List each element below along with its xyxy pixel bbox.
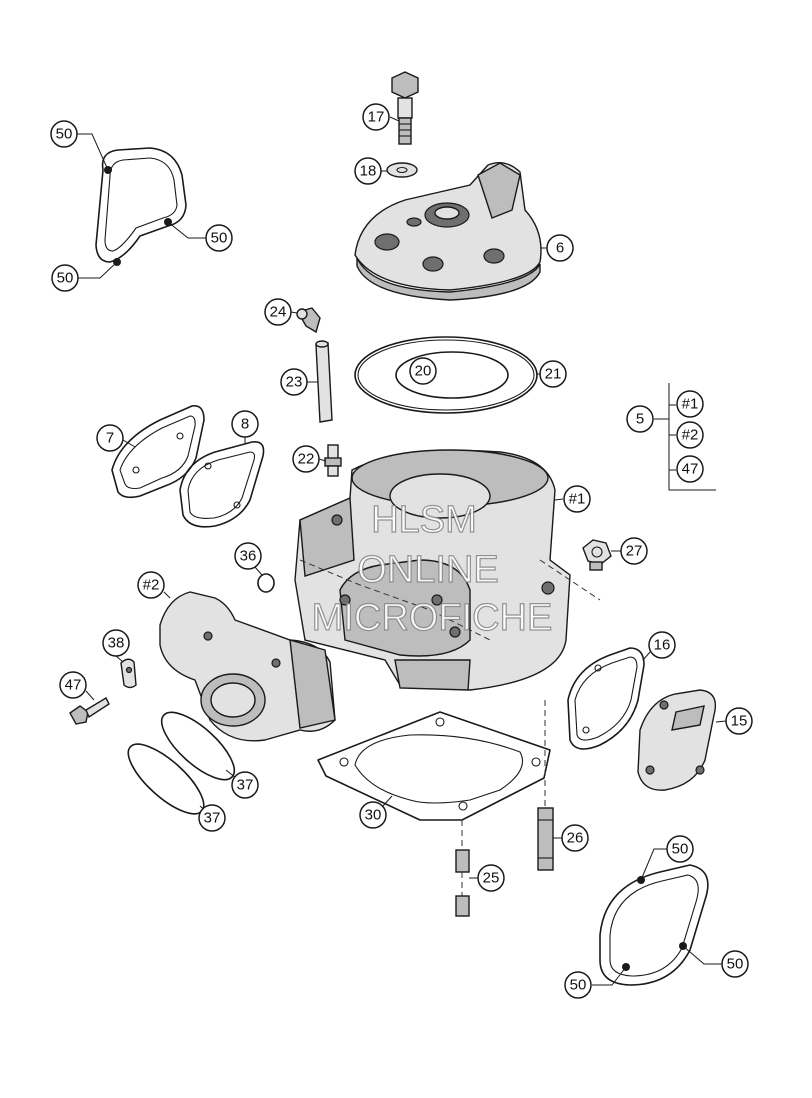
banjo-fitting [290, 307, 321, 334]
hose-clip [115, 655, 137, 689]
svg-text:5: 5 [636, 411, 644, 428]
callout-50-br-right: 50 [721, 950, 749, 978]
cover-gasket [567, 647, 651, 750]
callout-8: 8 [231, 410, 259, 438]
cylinder-base-gasket [317, 711, 551, 821]
svg-text:16: 16 [654, 637, 671, 654]
o-ring-small [253, 565, 275, 593]
callout-37-upper: 37 [231, 771, 259, 799]
callout-18: 18 [354, 157, 382, 185]
washer [381, 162, 418, 178]
callout-7: 7 [96, 424, 124, 452]
callout-27: 27 [620, 537, 648, 565]
control-flap-gasket [179, 437, 265, 528]
svg-text:21: 21 [545, 366, 562, 383]
svg-text:7: 7 [106, 430, 114, 447]
svg-text:30: 30 [365, 807, 382, 824]
callout-5-sub-1: #1 [676, 390, 704, 418]
flange-nut [582, 539, 621, 571]
callout-50-br-bottom: 50 [564, 971, 592, 999]
cylinder-head [354, 162, 547, 301]
svg-text:50: 50 [57, 270, 74, 287]
group-bracket [654, 383, 716, 491]
coolant-hose [307, 340, 333, 423]
hex-screw [69, 690, 110, 725]
intake-o-rings [127, 711, 237, 815]
watermark-line2: ONLINE [357, 549, 498, 591]
intake-flange [159, 591, 336, 742]
exhaust-control-cover [637, 689, 727, 791]
callout-22: 22 [292, 445, 320, 473]
svg-text:50: 50 [570, 977, 587, 994]
callout-25: 25 [477, 864, 505, 892]
callout-50-top: 50 [50, 120, 78, 148]
callout-37-lower: 37 [198, 804, 226, 832]
callout-15: 15 [725, 707, 753, 735]
dowel-sleeves [455, 820, 478, 917]
callout-24: 24 [264, 298, 292, 326]
callout-6: 6 [546, 234, 574, 262]
svg-text:38: 38 [108, 635, 125, 652]
head-o-rings [354, 336, 540, 414]
svg-text:50: 50 [672, 841, 689, 858]
svg-text:#2: #2 [143, 577, 160, 594]
callout-20: 20 [409, 357, 437, 385]
callout-21: 21 [539, 360, 567, 388]
svg-text:#1: #1 [682, 396, 699, 413]
gasket-top-left [77, 133, 207, 279]
svg-text:47: 47 [682, 461, 699, 478]
svg-text:8: 8 [241, 416, 249, 433]
callout-5-sub-2: #2 [676, 421, 704, 449]
exhaust-valve-cover-gasket [111, 404, 205, 499]
svg-text:50: 50 [56, 126, 73, 143]
svg-text:18: 18 [360, 163, 377, 180]
cylinder [294, 449, 601, 691]
callout-38: 38 [102, 629, 130, 657]
callout-17: 17 [362, 103, 390, 131]
svg-text:36: 36 [240, 548, 257, 565]
cooling-nipple [318, 444, 342, 477]
gasket-bottom-right [592, 848, 722, 986]
svg-text:17: 17 [368, 109, 385, 126]
callout-cylinder-1: #1 [563, 485, 591, 513]
watermark: HLSM ONLINE MICROFICHE [311, 498, 553, 639]
callout-36: 36 [234, 542, 262, 570]
watermark-line3: MICROFICHE [312, 597, 553, 639]
svg-text:26: 26 [567, 830, 584, 847]
callout-5: 5 [626, 405, 654, 433]
svg-text:#2: #2 [682, 427, 699, 444]
svg-text:23: 23 [286, 374, 303, 391]
callout-50-bottom: 50 [51, 264, 79, 292]
svg-text:6: 6 [556, 240, 564, 257]
svg-text:37: 37 [204, 810, 221, 827]
callout-50-right: 50 [205, 224, 233, 252]
callout-intake-2: #2 [137, 571, 165, 599]
svg-text:#1: #1 [569, 491, 586, 508]
svg-text:22: 22 [298, 451, 315, 468]
callout-26: 26 [561, 824, 589, 852]
callout-5-sub-47: 47 [676, 455, 704, 483]
svg-text:47: 47 [65, 677, 82, 694]
svg-text:20: 20 [415, 363, 432, 380]
svg-text:24: 24 [270, 304, 287, 321]
callout-47: 47 [59, 671, 87, 699]
watermark-line1: HLSM [371, 499, 477, 541]
callout-50-br-top: 50 [666, 835, 694, 863]
callout-16: 16 [648, 631, 676, 659]
svg-text:27: 27 [626, 543, 643, 560]
stud-bolt [537, 700, 562, 871]
cylinder-head-bolt [389, 71, 419, 145]
svg-text:25: 25 [483, 870, 500, 887]
callout-23: 23 [280, 368, 308, 396]
callout-30: 30 [359, 801, 387, 829]
svg-text:50: 50 [211, 230, 228, 247]
svg-text:37: 37 [237, 777, 254, 794]
svg-text:15: 15 [731, 713, 748, 730]
svg-text:50: 50 [727, 956, 744, 973]
